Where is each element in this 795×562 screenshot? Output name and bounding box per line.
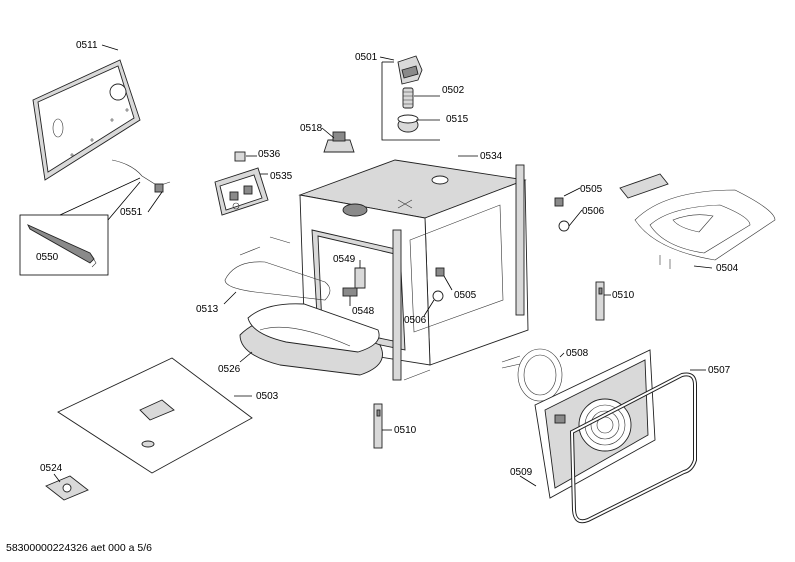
part-0550-inset [19,177,141,276]
label-0513: 0513 [196,304,219,315]
label-0501: 0501 [355,52,378,63]
part-0504-grill-element [619,173,776,269]
part-0511-rear-panel [32,59,141,181]
part-0513-heating-element [224,236,331,301]
label-0551: 0551 [120,207,143,218]
part-0506-upper [558,220,570,232]
label-0535: 0535 [270,171,293,182]
label-0509: 0509 [510,467,533,478]
part-0526-insulation [239,303,383,376]
label-0508: 0508 [566,348,589,359]
part-group-0501 [381,55,440,141]
leader-lines [53,44,713,487]
label-0524: 0524 [40,463,63,474]
label-0503: 0503 [256,391,279,402]
part-0510-lower [373,403,383,449]
part-labels: 0511 0501 0502 0515 0518 0536 0535 0534 … [36,40,739,478]
label-0510-lower: 0510 [394,425,417,436]
part-0506-lower [432,290,444,302]
label-0506-upper: 0506 [582,206,605,217]
part-0535-control-board [214,167,269,216]
label-0511: 0511 [76,40,98,51]
part-0505-upper [554,197,564,207]
label-0502: 0502 [442,85,465,96]
part-0524 [45,475,89,501]
label-0536: 0536 [258,149,281,160]
part-0503-bottom-plate [57,357,253,474]
label-0505-upper: 0505 [580,184,603,195]
part-0507-door-seal [569,372,697,524]
label-0507: 0507 [708,365,731,376]
part-0508-ring-heater [501,348,563,402]
label-0518: 0518 [300,123,323,134]
part-0518 [323,131,355,153]
label-0505-lower: 0505 [454,290,477,301]
part-0509-rear-wall [534,349,656,499]
label-0550: 0550 [36,252,59,263]
label-0506-lower: 0506 [404,315,427,326]
part-0549 [354,267,366,289]
part-0536 [234,151,246,162]
part-0505-lower [435,267,445,277]
label-0526: 0526 [218,364,241,375]
label-0548: 0548 [352,306,375,317]
label-0534: 0534 [480,151,503,162]
document-footer-code: 58300000224326 aet 000 a 5/6 [6,542,152,554]
label-0515: 0515 [446,114,469,125]
part-0548 [342,287,358,297]
label-0504: 0504 [716,263,739,274]
label-0549: 0549 [333,254,356,265]
part-0510-upper [595,281,605,321]
part-0551-sensor [111,159,171,193]
label-0510-upper: 0510 [612,290,635,301]
